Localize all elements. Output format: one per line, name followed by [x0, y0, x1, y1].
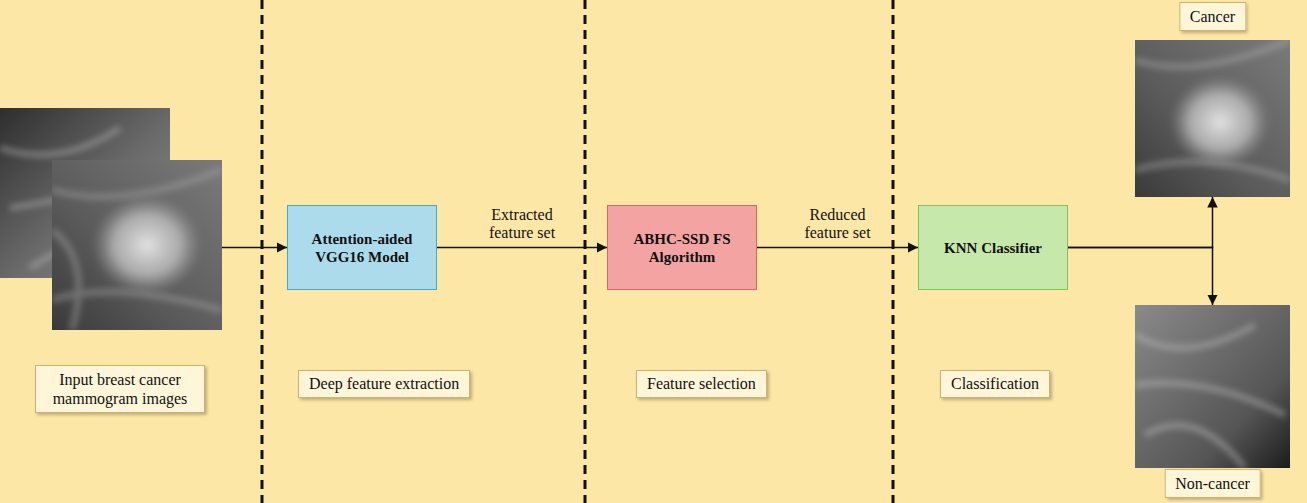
- flow-arrow: [437, 247, 607, 249]
- stage-label-box: Deep feature extraction: [298, 370, 470, 398]
- box-text: Attention-aided VGG16 Model: [304, 230, 420, 266]
- process-box: Attention-aided VGG16 Model: [287, 205, 437, 290]
- flow-arrow: [1068, 197, 1213, 248]
- mammogram-image: [1135, 305, 1290, 468]
- flow-arrow: [1068, 248, 1213, 306]
- edge-label: Reduced feature set: [788, 206, 888, 243]
- flow-arrow: [757, 247, 918, 249]
- mammogram-image: [1135, 40, 1290, 197]
- box-text: KNN Classifier: [944, 239, 1042, 257]
- image-node: Cancer: [1135, 40, 1290, 197]
- image-node: Non-cancer: [1135, 305, 1290, 468]
- image-heading: Non-cancer: [1164, 469, 1261, 498]
- box-text: Classification: [951, 375, 1039, 393]
- process-box: KNN Classifier: [918, 205, 1068, 290]
- stage-dividers: [262, 0, 893, 503]
- flow-arrow: [222, 247, 287, 249]
- image-heading: Input breast cancer mammogram images: [35, 365, 205, 413]
- edge-label: Extracted feature set: [472, 206, 572, 243]
- image-heading: Cancer: [1179, 2, 1246, 31]
- mammogram-image: [52, 160, 222, 330]
- box-text: Feature selection: [647, 375, 756, 393]
- stage-label-box: Feature selection: [636, 370, 767, 398]
- box-text: Deep feature extraction: [309, 375, 459, 393]
- box-text: ABHC-SSD FS Algorithm: [624, 230, 740, 266]
- stage-label-box: Classification: [940, 370, 1050, 398]
- process-box: ABHC-SSD FS Algorithm: [607, 205, 757, 290]
- image-node: Input breast cancer mammogram images: [0, 108, 222, 330]
